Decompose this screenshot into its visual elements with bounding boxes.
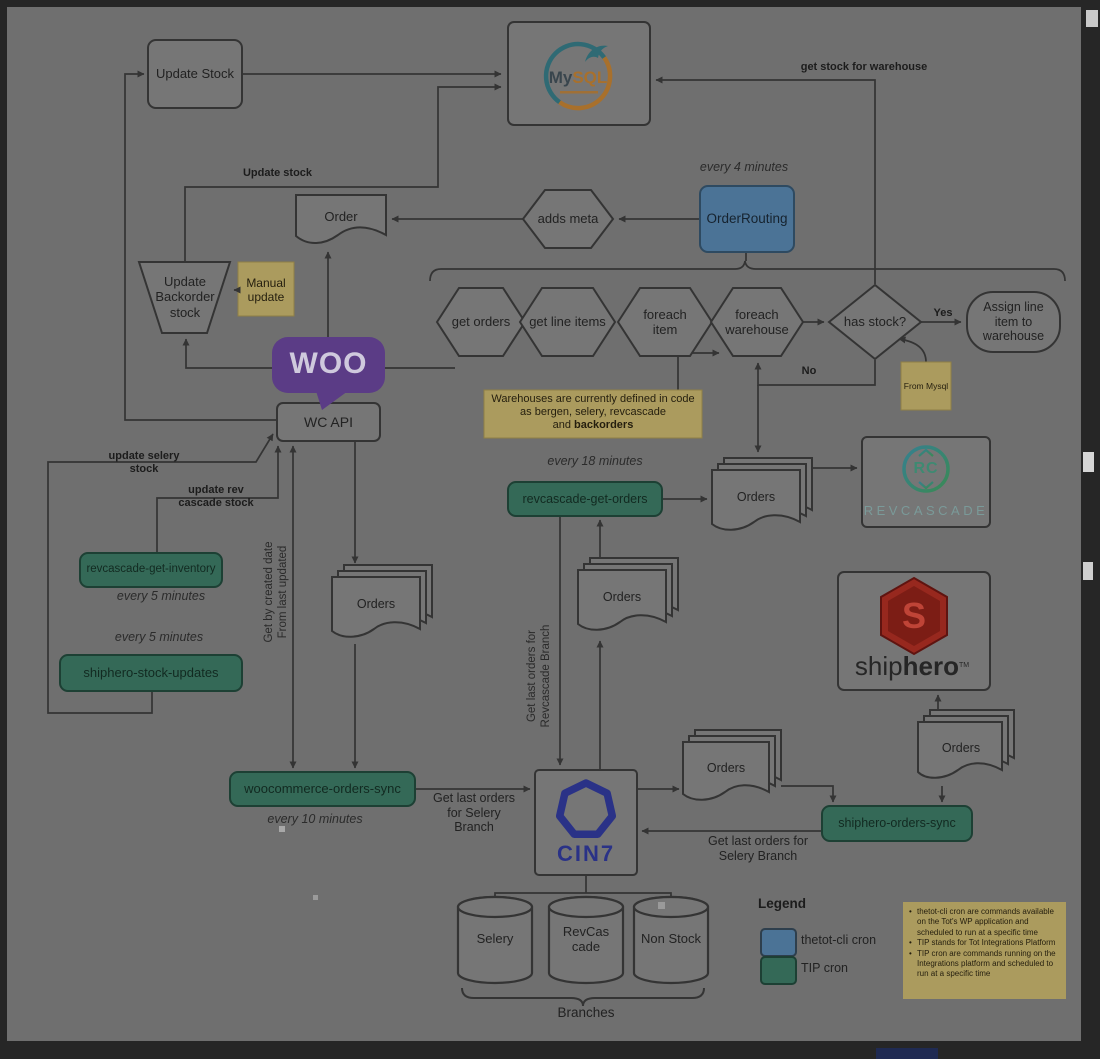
edge-frommysql-to-hasstock [898,336,927,363]
speckle-3 [279,826,285,832]
speckle-1 [658,902,665,909]
from-mysql-note[interactable] [900,361,952,411]
orders-stack-wcapi[interactable] [331,564,433,638]
wc-api-node[interactable] [276,402,381,442]
update-stock-node[interactable] [147,39,243,109]
orders-stack-cin7[interactable] [682,729,782,801]
non-stock-cylinder-top [632,895,710,919]
warehouses-note[interactable] [483,389,703,439]
scrollbar-fragment-low [1083,562,1093,580]
foreach-item-hexagon[interactable] [616,287,714,357]
cron-note-bullet-3: TIP cron are commands running on the Int… [909,949,1062,980]
assign-line-item-node[interactable] [966,291,1061,353]
cron-note-list: thetot-cli cron are commands available o… [909,907,1062,980]
scrollbar-fragment-top [1086,10,1098,27]
cron-note-bullet-2: TIP stands for Tot Integrations Platform [909,938,1062,949]
orders-stack-revcascade[interactable] [711,457,813,531]
scrollbar-fragment-mid [1083,452,1094,472]
woocommerce-orders-sync-node[interactable] [229,771,416,807]
legend-swatch-tip [760,956,797,985]
cron-explanation-note[interactable]: thetot-cli cron are commands available o… [903,902,1066,999]
update-backorder-trapezoid[interactable] [137,261,232,334]
revcascade-get-inventory-node[interactable] [79,552,223,588]
mysql-dolphin-icon [585,45,608,62]
edge-note-to-foreachwarehouse [677,349,720,390]
shiphero-stock-updates-node[interactable] [59,654,243,692]
bottom-bar-fragment [876,1048,938,1059]
edge-no-loop [754,360,876,386]
edge-orders-to-sos [781,785,837,803]
orders-stack-shiphero[interactable] [917,709,1015,779]
mysql-node[interactable] [507,21,651,126]
has-stock-diamond[interactable] [827,283,923,361]
edge-wcapi-to-update-stock [124,70,277,421]
foreach-warehouse-hexagon[interactable] [709,287,805,357]
edge-ssu-to-wcapi [47,433,274,714]
get-line-items-hexagon[interactable] [518,287,617,357]
revcascade-node[interactable] [861,436,991,528]
get-orders-hexagon[interactable] [435,287,527,357]
cron-note-bullet-1: thetot-cli cron are commands available o… [909,907,1062,938]
order-routing-node[interactable] [699,185,795,253]
manual-update-note[interactable] [237,261,295,317]
process-bracket [429,260,1066,282]
branches-brace [461,987,705,1007]
edge-rgi-to-wcapi [156,445,282,553]
selery-cylinder-top [456,895,534,919]
woo-logo[interactable] [272,337,385,410]
edge-hasstock-to-mysql [655,76,876,284]
edge-backorder-to-mysql [184,83,502,262]
orders-stack-mid[interactable] [577,557,679,631]
order-document[interactable] [295,194,387,244]
legend-swatch-thetot-cli [760,928,797,957]
revcascade-get-orders-node[interactable] [507,481,663,517]
cin7-heptagon-icon [555,779,617,839]
adds-meta-hexagon[interactable] [521,189,615,249]
speckle-2 [313,895,318,900]
shiphero-orders-sync-node[interactable] [821,805,973,842]
shiphero-hexagon-icon [880,576,948,656]
revcascade-cylinder-top [547,895,625,919]
revcascade-logo-icon [902,445,950,493]
mysql-logo [543,41,613,111]
